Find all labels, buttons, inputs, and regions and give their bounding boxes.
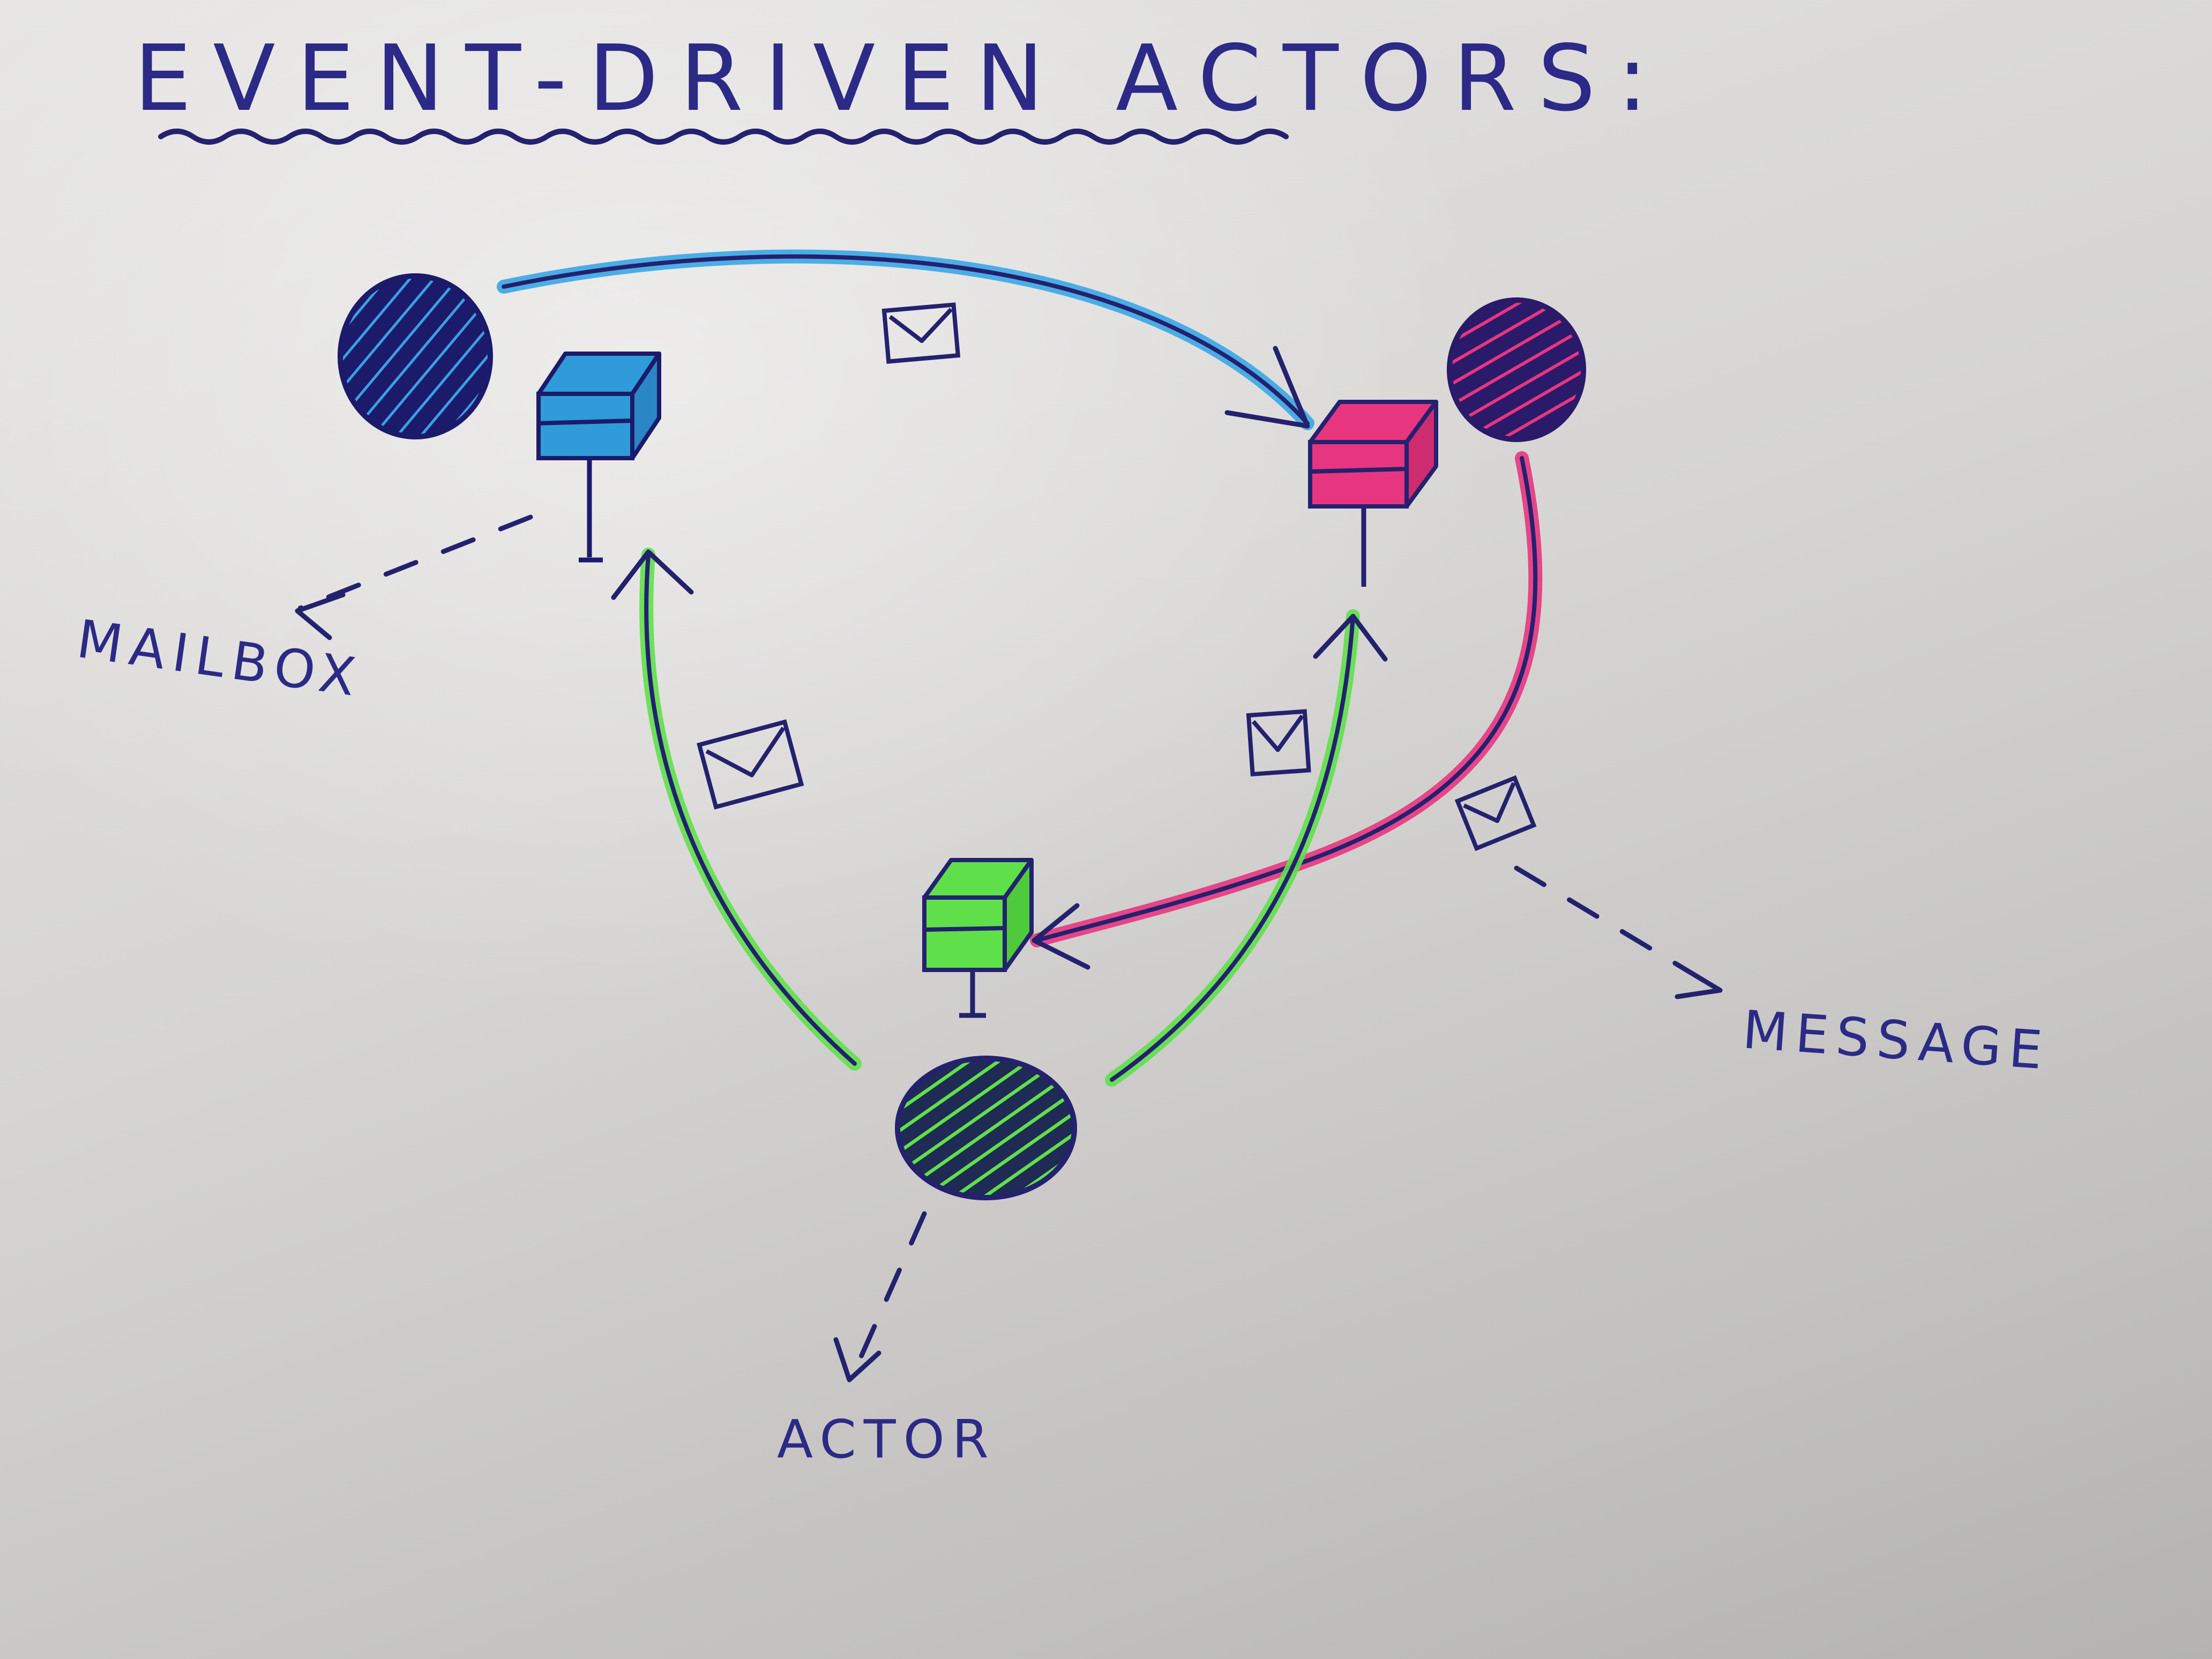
mailbox-blue-slot <box>538 419 633 425</box>
mailbox-pink <box>1308 400 1438 587</box>
pointer-mailbox <box>295 514 533 640</box>
envelope-icon <box>697 719 804 810</box>
title-wavy-underline <box>158 129 1289 145</box>
pointer-message <box>1514 865 1723 999</box>
arrow-pink-to-green <box>1030 451 1543 970</box>
envelope-icon <box>881 302 961 364</box>
arrow-blue-to-pink <box>497 249 1314 430</box>
actor-pink <box>1447 297 1586 442</box>
envelope-icon <box>1246 709 1311 777</box>
actor-pink-circle <box>1447 297 1586 442</box>
label-mailbox: MAILBOX <box>73 609 367 709</box>
mailbox-pink-front <box>1308 440 1409 509</box>
mailbox-blue-front <box>536 392 634 460</box>
pointer-actor <box>833 1211 927 1382</box>
arrow-green-to-blue <box>611 548 862 1071</box>
mailbox-blue <box>536 352 661 563</box>
diagram-title: EVENT-DRIVEN ACTORS: <box>134 26 1669 132</box>
mailbox-green-front <box>922 895 1007 972</box>
mailbox-green <box>922 858 1034 1018</box>
label-message: MESSAGE <box>1740 999 2051 1082</box>
label-actor: ACTOR <box>777 1409 996 1470</box>
actor-blue <box>338 273 493 439</box>
envelope-icon <box>1454 775 1537 851</box>
mailbox-green-slot <box>924 926 1005 932</box>
actor-green-circle <box>895 1056 1077 1200</box>
mailbox-pink-slot <box>1310 467 1407 474</box>
actor-green <box>895 1056 1077 1200</box>
arrow-green-to-pink <box>1105 609 1388 1087</box>
actor-blue-circle <box>338 273 493 439</box>
